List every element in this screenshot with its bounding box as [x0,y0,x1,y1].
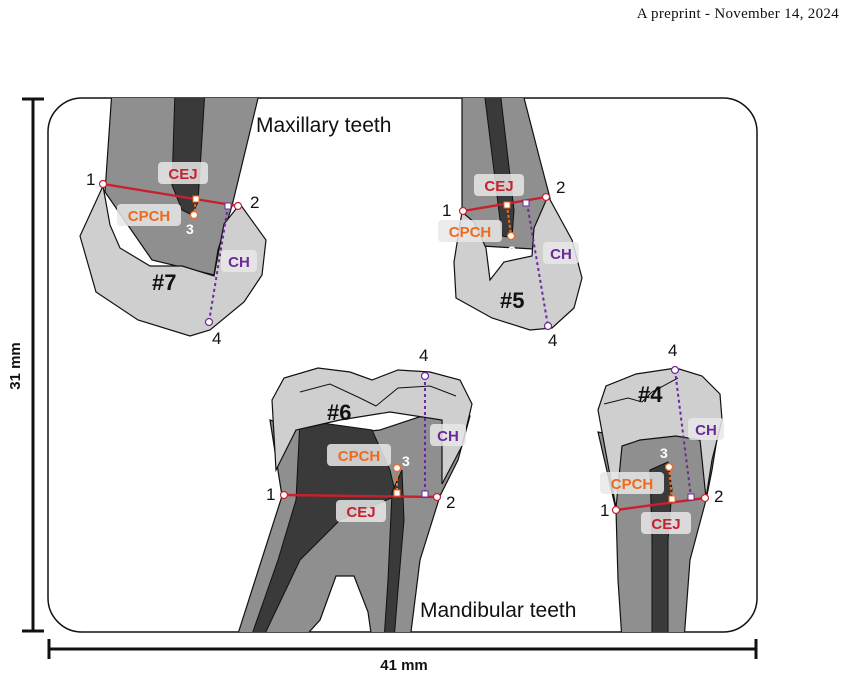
tooth-7-measurements: CEJ CPCH CH 1 2 3 4 #7 [86,162,259,348]
tooth-5-point-2 [541,192,551,202]
tooth-4-measurements: CPCH CEJ CH 1 2 3 4 #4 [600,341,724,534]
tooth-5-ch-label: CH [550,246,572,263]
tooth-4-point-1 [611,505,621,515]
tooth-6-cej-line [283,493,438,499]
tooth-5-name: #5 [500,288,524,313]
tooth-6-ch-label: CH [437,428,459,445]
tooth-6-cpch-label: CPCH [338,448,381,465]
tooth-5-measurements: CEJ CPCH CH 1 2 3 4 #5 [438,174,579,350]
tooth-4-num-4: 4 [668,341,677,360]
tooth-5-cpch-label: CPCH [449,224,492,241]
tooth-5-num-4: 4 [548,331,557,350]
tooth-5-num-3: 3 [508,243,516,259]
tooth-6-num-1: 1 [266,485,275,504]
tooth-6-point-3 [392,463,402,473]
tooth-5-point-4 [543,321,553,331]
tooth-7-point-4 [204,317,214,327]
tooth-7-ch-line [208,205,229,323]
tooth-7-num-2: 2 [250,193,259,212]
tooth-7-crown [79,184,267,337]
tooth-5-ch-line [526,202,549,327]
tooth-4-cej-label: CEJ [651,516,680,533]
tooth-4-point-2 [700,493,710,503]
tooth-7-cpch-label: CPCH [128,208,171,225]
tooth-4-point-3 [664,462,674,472]
tooth-4-point-4 [670,365,680,375]
tooth-4-crown [597,367,723,509]
tooth-6-pulp-right [383,469,405,632]
tooth-7-ch-label: CH [228,254,250,271]
tooth-6-measurements: CPCH CEJ CH 1 2 3 4 #6 [266,346,466,522]
tooth-5-pulp [483,98,515,239]
tooth-4-ch-label: CH [695,422,717,439]
tooth-7-point-3 [189,210,199,220]
width-scale-bar [47,639,758,659]
width-label: 41 mm [380,657,428,674]
tooth-7-num-1: 1 [86,170,95,189]
running-header: A preprint - November 14, 2024 [636,6,839,22]
tooth-7-num-3: 3 [186,221,194,237]
tooth-5-crown [453,194,583,331]
tooth-4-num-3: 3 [660,445,668,461]
tooth-7-cej-line [102,182,239,208]
tooth-4-cpch-line [668,466,673,500]
tooth-5-num-2: 2 [556,178,565,197]
tooth-7-point-1 [98,179,108,189]
tooth-5-cpch-line [506,204,512,237]
tooth-6-num-2: 2 [446,493,455,512]
tooth-7-name: #7 [152,270,176,295]
tooth-5-cej-label: CEJ [484,178,513,195]
tooth-5-num-1: 1 [442,201,451,220]
tooth-5-point-1 [458,206,468,216]
tooth-6-crown [271,367,473,485]
maxillary-title: Maxillary teeth [256,114,391,137]
tooth-7-cej-label: CEJ [168,166,197,183]
tooth-6-num-3: 3 [402,453,410,469]
tooth-6-point-2 [432,492,442,502]
tooth-6-point-4 [420,371,430,381]
tooth-4-num-2: 2 [714,487,723,506]
tooth-7-num-4: 4 [212,329,221,348]
tooth-6-cej-label: CEJ [346,504,375,521]
height-scale-bar [22,97,44,633]
tooth-5-point-3 [506,231,516,241]
tooth-4-cpch-label: CPCH [611,476,654,493]
tooth-4-num-1: 1 [600,501,609,520]
height-label: 31 mm [7,342,24,390]
tooth-6 [235,367,473,632]
mandibular-title: Mandibular teeth [420,599,576,622]
tooth-4-name: #4 [638,382,663,407]
tooth-7-point-2 [233,201,243,211]
tooth-6-point-1 [279,490,289,500]
tooth-6-num-4: 4 [419,346,428,365]
tooth-6-name: #6 [327,400,351,425]
